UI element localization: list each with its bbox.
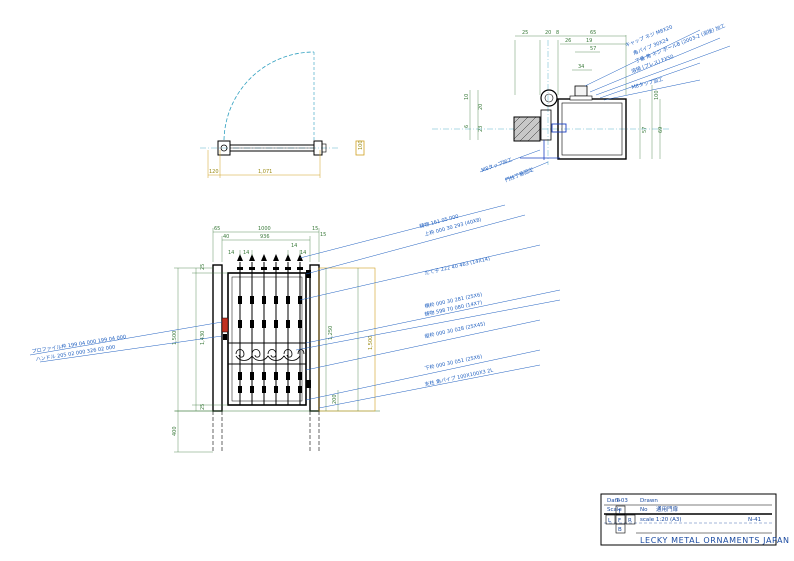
detail-dim-right-100: 100 [654, 90, 660, 100]
plan-dim-depth: 100 [358, 140, 364, 150]
view-grid-right: R [628, 518, 632, 524]
elev-dim-right-1250: 1,250 [328, 326, 334, 340]
detail-label-5: M8タップ加工 [480, 156, 513, 174]
swing-envelope [318, 267, 376, 412]
gate-elevation: 65 1000 15 15 40 936 14 14 14 14 25 1,50… [29, 204, 561, 453]
elev-dim-15a: 15 [312, 226, 318, 232]
elev-dim-14c: 14 [291, 243, 297, 249]
elev-dim-40: 40 [223, 234, 229, 240]
latch-post [309, 264, 320, 412]
tap-blue [551, 123, 567, 133]
hinge-detail: 25 20 8 65 26 19 57 34 10 20 6 23 100 57… [432, 22, 731, 184]
hinge-upper [306, 270, 311, 278]
detail-dim-34: 34 [578, 64, 584, 70]
view-grid-bottom: B [618, 527, 622, 533]
title-block-title: 通用門扉 [656, 505, 679, 513]
elev-dim-right-200: 200 [332, 394, 338, 404]
detail-dim-20: 20 [545, 30, 551, 36]
latch-handle [221, 317, 229, 333]
elev-dim-65: 65 [214, 226, 220, 232]
post-section-hatched [513, 116, 541, 142]
detail-dim-left-23: 23 [478, 126, 484, 132]
view-grid-front: F [618, 518, 621, 524]
elev-dim-left-400: 400 [172, 426, 178, 436]
view-grid-left: L [608, 518, 612, 524]
elev-label-picket: たて子 222 40 463 (14X14) [424, 255, 491, 277]
pickets [239, 262, 301, 405]
title-block-brand: LECKY METAL ORNAMENTS JAPAN [640, 536, 790, 545]
spear-finials [237, 254, 303, 270]
elev-dim-left-25a: 25 [200, 264, 206, 270]
elev-dim-left-25b: 25 [200, 404, 206, 410]
title-block-label-scale: Scale [607, 507, 622, 513]
elev-dim-15b: 15 [320, 232, 326, 238]
hinge-knuckle [540, 89, 558, 107]
detail-dim-right-69: 69 [658, 127, 664, 133]
elev-dim-left-1500: 1,500 [172, 331, 178, 345]
hinge-bolt-head [574, 85, 588, 97]
elev-dim-936: 936 [260, 234, 270, 240]
detail-dim-left-10: 10 [464, 94, 470, 100]
view-grid-top: T [617, 509, 622, 515]
square-frame-inner [561, 102, 623, 156]
hinge-plate [540, 109, 552, 141]
title-block-label-drawn: Drawn [640, 498, 658, 504]
title-block-scale: scale 1:20 (A3) [640, 517, 682, 523]
elev-dim-14d: 14 [300, 250, 306, 256]
gate-frame-inner [231, 276, 303, 402]
elev-dim-14a: 14 [228, 250, 234, 256]
detail-label-2: 丁番 角 ネジ ボールB (2003-2 (溶接) 加工 [634, 22, 726, 65]
elev-label-stile: 縦枠 000 30 028 (25X45) [424, 320, 486, 340]
detail-dim-8: 8 [556, 30, 559, 36]
title-block-label-no: No [640, 507, 648, 513]
detail-label-6: 門柱丁番固定 [504, 166, 534, 184]
detail-dim-right-57: 57 [642, 127, 648, 133]
title-block-code: T-03 [615, 498, 628, 504]
detail-dim-19: 19 [586, 38, 592, 44]
plan-dim-post: 120 [209, 169, 219, 175]
title-block: Date T-03 Scale Drawn No 通用門扉 scale 1:20… [600, 493, 790, 546]
picket-collars [238, 296, 302, 393]
scroll-band [235, 349, 305, 361]
plan-dim-width: 1,071 [258, 169, 272, 175]
elev-label-bottom-rail: 下枠 000 30 051 (25X6) [424, 353, 483, 372]
gate-frame-outer [227, 272, 307, 406]
stop-plan [355, 140, 365, 156]
detail-dim-65: 65 [590, 30, 596, 36]
detail-dim-25: 25 [522, 30, 528, 36]
title-block-frame [600, 493, 777, 546]
hinge-post [212, 264, 223, 412]
detail-dim-26: 26 [565, 38, 571, 44]
detail-dim-left-6: 6 [464, 125, 470, 128]
title-block-number: N-41 [748, 517, 761, 523]
elev-dim-left-1430: 1,430 [200, 331, 206, 345]
detail-dim-57: 57 [590, 46, 596, 52]
elev-dim-1000: 1000 [258, 226, 271, 232]
elev-dim-14b: 14 [243, 250, 249, 256]
title-block-label-date: Date [607, 498, 621, 504]
hinge-lower [306, 380, 311, 388]
detail-dim-left-20: 20 [478, 104, 484, 110]
plan-view: 120 1,071 100 [200, 51, 365, 178]
swing-arc [223, 51, 315, 141]
elev-dim-right-1500: 1,500 [368, 336, 374, 350]
hinge-post-plan [217, 140, 231, 156]
